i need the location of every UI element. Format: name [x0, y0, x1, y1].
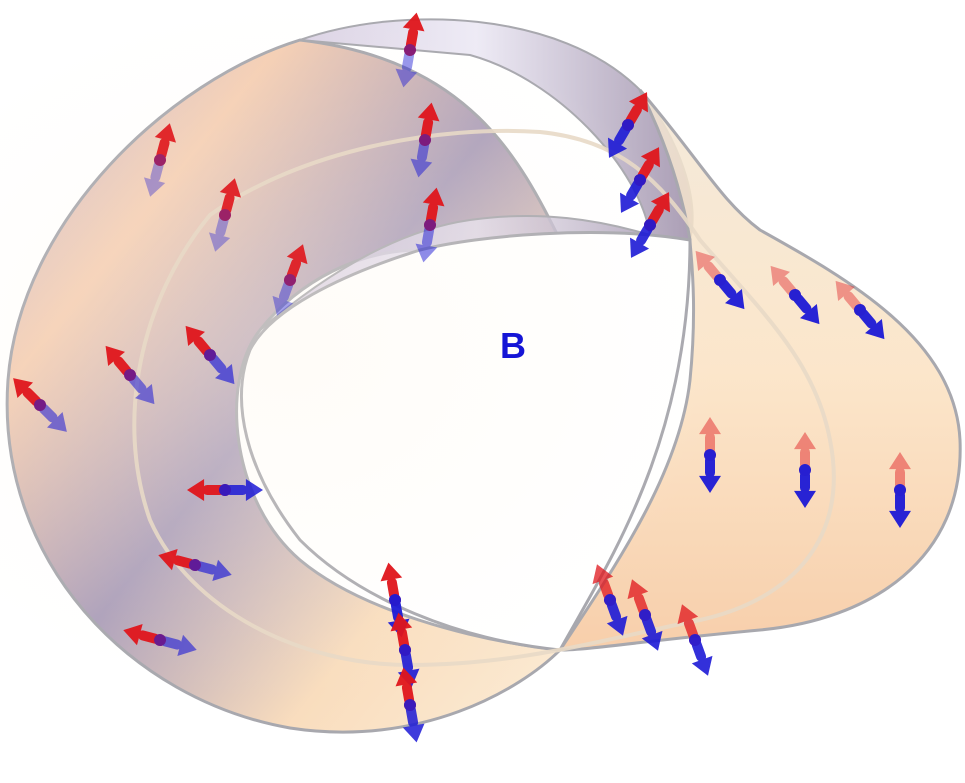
red-arrow	[219, 178, 242, 221]
blue-arrow	[608, 119, 634, 158]
blue-arrow	[124, 369, 155, 405]
blue-arrow	[154, 634, 197, 657]
blue-arrow	[410, 134, 433, 178]
blue-arrow	[639, 609, 663, 651]
band-midline	[132, 128, 836, 668]
red-arrow	[284, 244, 308, 286]
blue-arrow	[789, 289, 820, 325]
blue-arrow	[415, 219, 438, 263]
blue-arrow	[204, 349, 235, 385]
blue-arrow	[630, 219, 656, 258]
blue-arrow	[402, 699, 425, 743]
red-arrow	[402, 12, 425, 56]
blue-arrow	[889, 484, 911, 528]
red-arrow	[154, 123, 177, 166]
blue-arrow	[699, 449, 721, 493]
blue-arrow	[219, 479, 263, 501]
blue-arrow	[714, 274, 745, 310]
blue-arrow	[208, 209, 231, 252]
blue-arrow	[689, 634, 713, 676]
spin-arrows	[13, 12, 911, 743]
blue-arrow	[604, 594, 628, 636]
blue-arrow	[189, 559, 232, 582]
field-label-b: B	[500, 325, 526, 366]
blue-arrow	[794, 464, 816, 508]
blue-arrow	[395, 44, 418, 88]
blue-arrow	[854, 304, 885, 340]
blue-arrow	[620, 174, 646, 213]
blue-arrow	[272, 274, 296, 316]
blue-arrow	[143, 154, 166, 197]
blue-arrow	[34, 399, 67, 432]
